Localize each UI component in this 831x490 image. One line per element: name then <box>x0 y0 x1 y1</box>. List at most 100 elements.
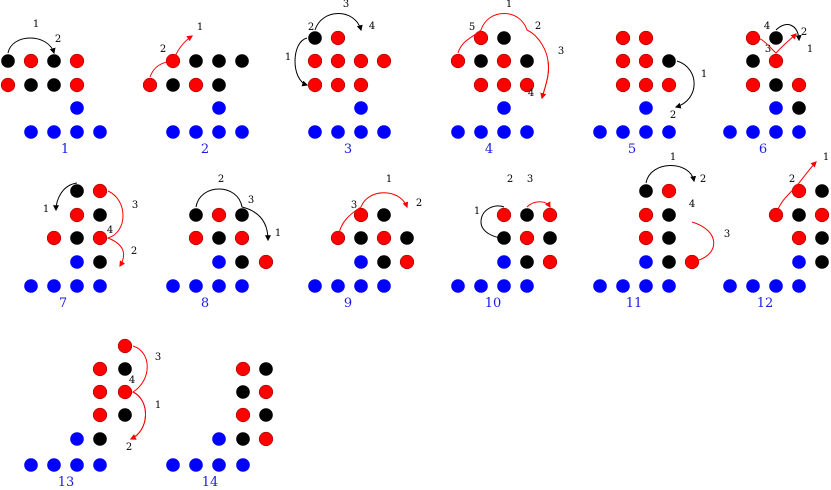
step-label: 1 <box>197 22 203 33</box>
red-dot <box>638 230 654 246</box>
step-label: 3 <box>155 352 161 363</box>
step-label: 1 <box>474 206 480 217</box>
move-arrow <box>129 391 146 440</box>
blue-dot <box>70 432 84 446</box>
red-dot <box>791 77 807 93</box>
black-dot <box>474 54 488 68</box>
black-dot <box>520 208 534 222</box>
blue-dot <box>792 279 806 293</box>
black-dot <box>235 208 249 222</box>
black-dot <box>543 231 557 245</box>
red-dot <box>117 338 133 354</box>
black-dot <box>746 54 760 68</box>
blue-dot <box>93 458 107 472</box>
red-dot <box>92 230 108 246</box>
blue-dot <box>639 255 653 269</box>
black-dot <box>792 208 806 222</box>
red-dot <box>496 77 512 93</box>
panel-caption: 14 <box>202 475 219 490</box>
blue-dot <box>24 458 38 472</box>
blue-dot <box>235 125 249 139</box>
panel-5: 125 <box>593 30 707 157</box>
black-dot <box>769 31 783 45</box>
step-label: 1 <box>701 69 707 80</box>
blue-dot <box>769 125 783 139</box>
blue-dot <box>639 279 653 293</box>
step-label: 2 <box>308 22 314 33</box>
step-label: 4 <box>764 21 770 32</box>
red-dot <box>211 207 227 223</box>
blue-dot <box>212 255 226 269</box>
move-arrow <box>7 37 56 55</box>
red-dot <box>496 53 512 69</box>
black-dot <box>354 231 368 245</box>
blue-dot <box>236 458 250 472</box>
blue-dot <box>308 125 322 139</box>
blue-dot <box>212 458 226 472</box>
blue-dot <box>24 125 38 139</box>
step-label: 1 <box>155 400 161 411</box>
move-arrow <box>294 37 309 87</box>
red-dot <box>814 207 830 223</box>
black-dot <box>212 78 226 92</box>
blue-dot <box>723 279 737 293</box>
red-dot <box>542 207 558 223</box>
red-dot <box>117 384 133 400</box>
blue-dot <box>451 279 465 293</box>
red-dot <box>188 230 204 246</box>
red-dot <box>0 77 16 93</box>
black-dot <box>118 362 132 376</box>
blue-dot <box>70 279 84 293</box>
move-arrow <box>195 188 271 242</box>
move-arrow <box>540 60 549 100</box>
blue-dot <box>70 125 84 139</box>
black-dot <box>47 54 61 68</box>
move-arrow <box>337 192 409 239</box>
step-label: 1 <box>506 0 512 10</box>
black-dot <box>520 54 534 68</box>
black-dot <box>662 54 676 68</box>
blue-dot <box>93 279 107 293</box>
step-label: 4 <box>369 21 375 32</box>
move-arrow <box>526 201 551 209</box>
black-dot <box>662 231 676 245</box>
blue-dot <box>70 101 84 115</box>
move-arrow <box>752 33 797 54</box>
step-label: 2 <box>126 442 132 453</box>
blue-dot <box>308 279 322 293</box>
move-arrow <box>314 13 363 32</box>
black-dot <box>639 184 653 198</box>
step-label: 5 <box>469 22 475 33</box>
black-dot <box>377 255 391 269</box>
blue-dot <box>354 101 368 115</box>
red-dot <box>615 53 631 69</box>
step-label: 3 <box>351 200 357 211</box>
panel-2: 212 <box>142 22 249 157</box>
blue-dot <box>354 125 368 139</box>
black-dot <box>166 78 180 92</box>
step-label: 3 <box>724 229 730 240</box>
blue-dot <box>662 125 676 139</box>
panel-caption: 7 <box>59 296 67 311</box>
blue-dot <box>639 125 653 139</box>
panel-caption: 8 <box>201 296 209 311</box>
panel-caption: 11 <box>626 296 643 311</box>
black-dot <box>93 432 107 446</box>
red-dot <box>69 77 85 93</box>
step-label: 3 <box>527 174 533 185</box>
red-dot <box>307 77 323 93</box>
red-dot <box>258 431 274 447</box>
blue-dot <box>331 125 345 139</box>
black-dot <box>24 78 38 92</box>
panel-caption: 10 <box>485 296 502 311</box>
blue-dot <box>451 125 465 139</box>
black-dot <box>259 362 273 376</box>
red-dot <box>768 53 784 69</box>
blue-dot <box>497 101 511 115</box>
